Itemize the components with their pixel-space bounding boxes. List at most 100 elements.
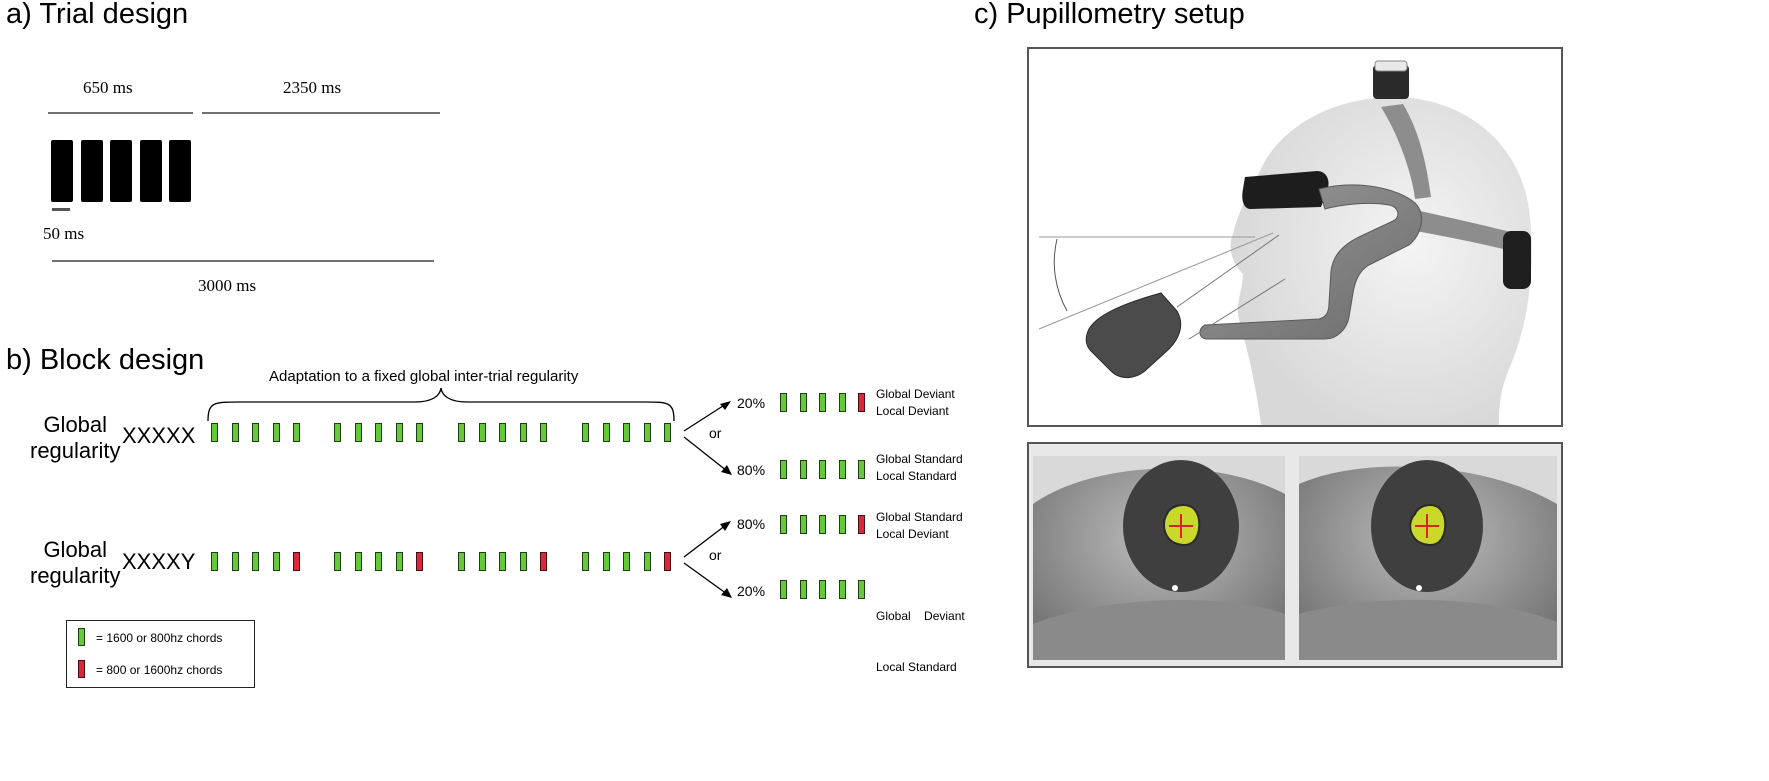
eye-images-illustration xyxy=(1033,456,1557,660)
headset-photo xyxy=(1027,47,1563,427)
duration-650-label: 650 ms xyxy=(83,78,133,97)
chord-duration-line xyxy=(52,208,70,211)
measurement-line-camera xyxy=(1176,234,1280,308)
headset-arm xyxy=(1199,184,1423,340)
arrowhead-row2-up xyxy=(720,521,731,531)
legend-swatch-green xyxy=(78,628,85,646)
duration-3000-line xyxy=(52,260,434,262)
outcome-chord xyxy=(858,515,865,534)
outcome-line2: Local Standard xyxy=(876,660,957,674)
outcome-row1-top: Global Deviant Local Deviant xyxy=(876,386,955,420)
outcome-chord xyxy=(799,460,807,479)
measurement-line-angled xyxy=(1038,232,1274,330)
trial-chord xyxy=(582,423,589,442)
duration-50-label: 50 ms xyxy=(43,224,85,243)
legend-text-green: = 1600 or 800hz chords xyxy=(96,631,223,645)
adaptation-brace xyxy=(207,387,675,422)
chord-bar xyxy=(80,140,103,202)
arrow-row2-up xyxy=(683,524,727,558)
percent-row1-top: 20% xyxy=(737,395,766,411)
trial-chord xyxy=(252,552,259,571)
eye-tracking-images xyxy=(1027,442,1563,668)
outcome-line1: Global Deviant xyxy=(876,387,955,401)
trial-chord xyxy=(231,552,239,571)
duration-650-line xyxy=(48,112,193,114)
trial-chord xyxy=(334,423,341,442)
outcome-chord xyxy=(780,580,787,599)
top-knob xyxy=(1373,65,1409,99)
sequence-label-row1: XXXXX xyxy=(122,423,196,448)
outcome-row2-bottom: Global Deviant Local Standard xyxy=(876,574,965,693)
outcome-chord xyxy=(838,393,846,412)
sequence-label-row2: XXXXY xyxy=(122,549,196,574)
trial-chord xyxy=(395,423,403,442)
top-knob-cap xyxy=(1374,60,1408,72)
arrow-row1-up xyxy=(683,403,727,432)
trial-chord xyxy=(231,423,239,442)
or-label-row1: or xyxy=(709,425,722,441)
trial-chord xyxy=(499,423,506,442)
legend xyxy=(66,620,255,688)
trial-chord xyxy=(664,423,671,442)
trial-chord xyxy=(458,552,465,571)
outcome-chord xyxy=(819,460,826,479)
trial-chord xyxy=(252,423,259,442)
trial-chord xyxy=(540,423,547,442)
arrowhead-row1-down xyxy=(721,465,732,475)
trial-chord xyxy=(458,423,465,442)
trial-chord xyxy=(478,423,486,442)
trial-chord xyxy=(602,552,610,571)
outcome-chord xyxy=(780,515,787,534)
left-eye-image xyxy=(1033,456,1285,660)
block-design-graphics xyxy=(207,387,732,598)
outcome-chord xyxy=(858,580,865,599)
brace-label: Adaptation to a fixed global inter-trial… xyxy=(269,368,579,385)
or-label-row2: or xyxy=(709,547,722,563)
arrow-row2-down xyxy=(683,562,728,595)
outcome-line2: Local Deviant xyxy=(876,527,949,541)
trial-chord xyxy=(416,423,423,442)
trial-chord xyxy=(519,423,527,442)
outcome-row2-top: Global Standard Local Deviant xyxy=(876,509,963,543)
global-regularity-label-row1: Global regularity xyxy=(30,412,120,464)
outcome-chord xyxy=(780,460,787,479)
outcome-chord xyxy=(819,580,826,599)
back-knob xyxy=(1503,231,1531,289)
outcome-line2: Local Standard xyxy=(876,469,957,483)
trial-chord xyxy=(540,552,547,571)
trial-chord xyxy=(293,552,300,571)
global-word: Global xyxy=(43,412,108,437)
camera-housing xyxy=(1242,171,1329,209)
arrow-row1-down xyxy=(683,436,728,472)
chord-bar xyxy=(169,140,191,202)
trial-chord xyxy=(334,552,341,571)
outcome-chord xyxy=(819,515,826,534)
trial-chord xyxy=(519,552,527,571)
outcome-chord xyxy=(799,393,807,412)
outcome-chord xyxy=(780,393,787,412)
duration-2350-line xyxy=(202,112,440,114)
trial-chord xyxy=(293,423,300,442)
regularity-word: regularity xyxy=(30,563,121,588)
trial-chord xyxy=(602,423,610,442)
trial-chord xyxy=(478,552,486,571)
percent-row1-bottom: 80% xyxy=(737,462,766,478)
trial-chord xyxy=(272,552,280,571)
trial-chord xyxy=(643,423,651,442)
outcome-chord xyxy=(799,580,807,599)
trial-chord xyxy=(354,423,362,442)
trial-chord xyxy=(499,552,506,571)
head-strap xyxy=(1381,104,1431,199)
side-strap xyxy=(1401,207,1523,253)
trial-chord xyxy=(211,423,218,442)
panel-b-title: b) Block design xyxy=(6,344,205,376)
chord-bar xyxy=(51,140,73,202)
trial-chord xyxy=(643,552,651,571)
trial-chord xyxy=(664,552,671,571)
percent-row2-bottom: 20% xyxy=(737,583,766,599)
outcome-line1: Global Deviant xyxy=(876,609,965,623)
chin-rest xyxy=(1085,292,1182,378)
duration-2350-label: 2350 ms xyxy=(283,78,342,97)
head-silhouette xyxy=(1230,96,1532,425)
outcome-chord xyxy=(799,515,807,534)
